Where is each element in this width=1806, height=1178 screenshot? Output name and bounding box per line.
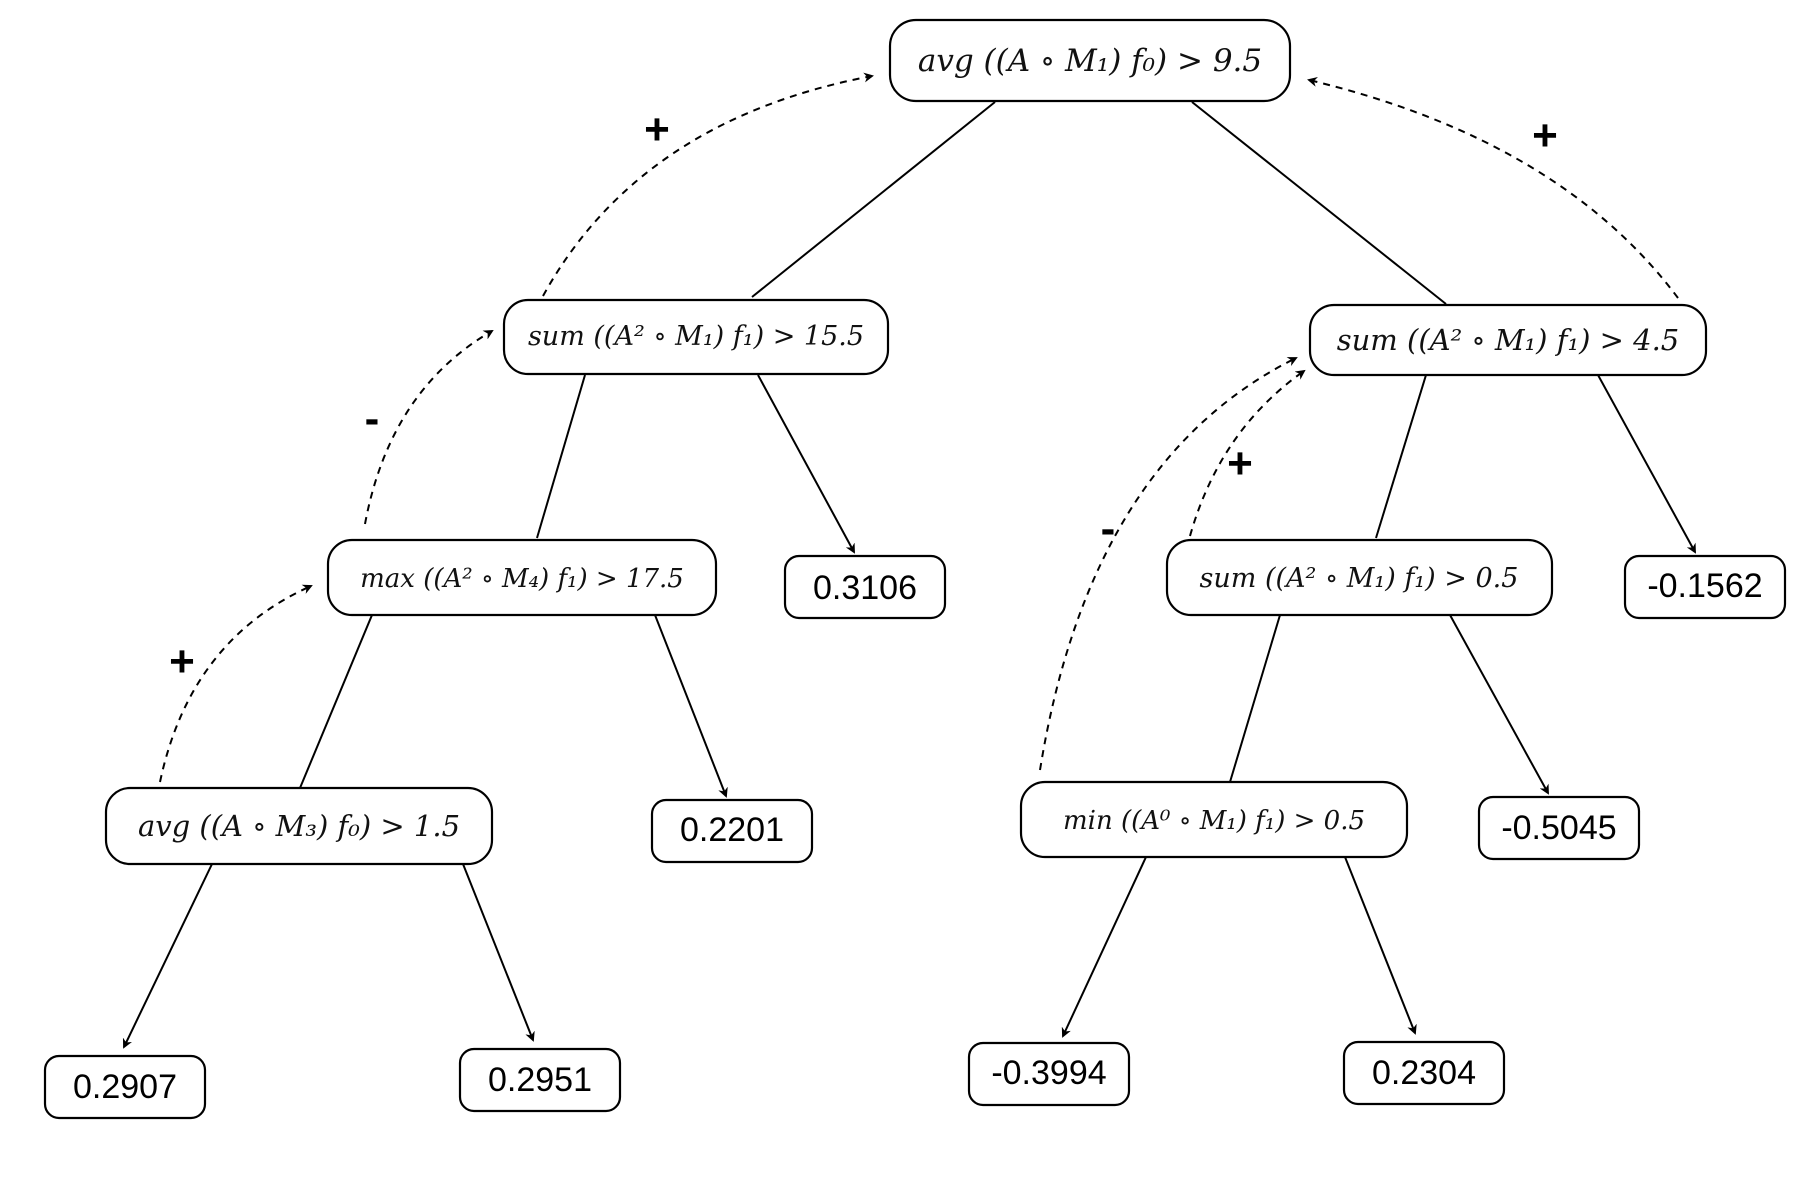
leaf-left-3a-box — [43, 1054, 207, 1120]
sign-plus-n5-n3: + — [169, 637, 195, 686]
leaf-left-2: 0.2201 — [650, 798, 814, 864]
node-right-2-label: sum ((A² ∘ M₁) f₁) > 0.5 — [1200, 563, 1519, 594]
leaf-right-2: -0.5045 — [1477, 795, 1641, 861]
node-right-1-box — [1308, 303, 1708, 377]
leaf-right-2-box — [1477, 795, 1641, 861]
node-left-1: sum ((A² ∘ M₁) f₁) > 15.5 — [502, 298, 890, 376]
node-right-2-box — [1165, 538, 1554, 617]
node-left-2: max ((A² ∘ M₄) f₁) > 17.5 — [326, 538, 718, 617]
leaf-left-2-box — [650, 798, 814, 864]
leaf-left-3b-value: 0.2951 — [488, 1061, 592, 1099]
node-root-label: avg ((A ∘ M₁) f₀) > 9.5 — [918, 43, 1262, 79]
node-right-1-label: sum ((A² ∘ M₁) f₁) > 4.5 — [1337, 323, 1680, 357]
leaf-right-1-box — [1623, 554, 1787, 620]
leaf-right-3a: -0.3994 — [967, 1041, 1131, 1107]
dashed-arrow-n2-to-root — [1307, 76, 1679, 299]
node-right-3: min ((A⁰ ∘ M₁) f₁) > 0.5 — [1019, 780, 1409, 859]
node-left-3-box — [104, 786, 494, 866]
leaf-right-1-value: -0.1562 — [1647, 567, 1762, 605]
edge-n2-n4 — [1375, 374, 1427, 539]
leaf-left-1-box — [783, 554, 947, 620]
node-root-box — [888, 18, 1292, 103]
leaf-right-3b: 0.2304 — [1342, 1040, 1506, 1106]
dashed-arrow-n5-to-n3 — [159, 584, 313, 783]
dashed-arrow-n1-to-root — [542, 72, 874, 297]
sign-plus-n1-root: + — [644, 105, 670, 154]
leaf-right-1: -0.1562 — [1623, 554, 1787, 620]
node-left-3-label: avg ((A ∘ M₃) f₀) > 1.5 — [138, 809, 460, 843]
sign-minus-n3-n1: - — [365, 394, 380, 443]
edge-n4-n6 — [1229, 614, 1281, 783]
leaf-right-3b-box — [1342, 1040, 1506, 1106]
node-right-3-box — [1019, 780, 1409, 859]
dashed-arrow-n6-to-n2 — [1039, 357, 1298, 771]
edge-n3-n5 — [299, 614, 373, 789]
node-left-1-box — [502, 298, 890, 376]
edge-n6-leaf-left — [1061, 856, 1147, 1038]
edge-root-right — [1191, 101, 1447, 305]
edge-n1-leaf — [757, 374, 855, 554]
node-right-1: sum ((A² ∘ M₁) f₁) > 4.5 — [1308, 303, 1708, 377]
node-left-1-label: sum ((A² ∘ M₁) f₁) > 15.5 — [528, 321, 864, 352]
leaf-left-3b: 0.2951 — [458, 1047, 622, 1113]
node-left-2-box — [326, 538, 718, 617]
sign-plus-n4-n2: + — [1227, 439, 1253, 488]
edge-root-left — [751, 101, 996, 298]
dashed-arrow-n3-to-n1 — [364, 329, 494, 525]
leaf-left-3a-value: 0.2907 — [73, 1068, 177, 1106]
dashed-arrows — [159, 72, 1679, 783]
leaf-right-3a-box — [967, 1041, 1131, 1107]
leaf-left-1-value: 0.3106 — [813, 569, 917, 607]
dashed-arrow-n4-to-n2 — [1189, 369, 1306, 537]
leaf-right-3b-value: 0.2304 — [1372, 1054, 1476, 1092]
sign-minus-n6-n2: - — [1101, 504, 1116, 553]
node-right-2: sum ((A² ∘ M₁) f₁) > 0.5 — [1165, 538, 1554, 617]
node-left-2-label: max ((A² ∘ M₄) f₁) > 17.5 — [360, 564, 684, 594]
leaf-left-3a: 0.2907 — [43, 1054, 207, 1120]
node-right-3-label: min ((A⁰ ∘ M₁) f₁) > 0.5 — [1063, 806, 1365, 836]
tree-edges — [122, 101, 1696, 1049]
leaf-left-2-value: 0.2201 — [680, 811, 784, 849]
node-root: avg ((A ∘ M₁) f₀) > 9.5 — [888, 18, 1292, 103]
edge-n5-leaf-right — [462, 863, 535, 1042]
edge-n3-leaf — [654, 614, 728, 798]
node-left-3: avg ((A ∘ M₃) f₀) > 1.5 — [104, 786, 494, 866]
edge-n4-leaf — [1449, 614, 1549, 795]
edge-n2-leaf — [1597, 374, 1696, 554]
leaf-right-2-value: -0.5045 — [1501, 809, 1616, 847]
sign-labels: + + - + - + — [169, 105, 1558, 686]
edge-n5-leaf-left — [122, 863, 213, 1049]
leaf-left-1: 0.3106 — [783, 554, 947, 620]
edge-n6-leaf-right — [1344, 856, 1417, 1035]
leaf-left-3b-box — [458, 1047, 622, 1113]
leaf-right-3a-value: -0.3994 — [991, 1054, 1106, 1092]
sign-plus-n2-root: + — [1532, 111, 1558, 160]
edge-n1-n3 — [536, 374, 586, 539]
